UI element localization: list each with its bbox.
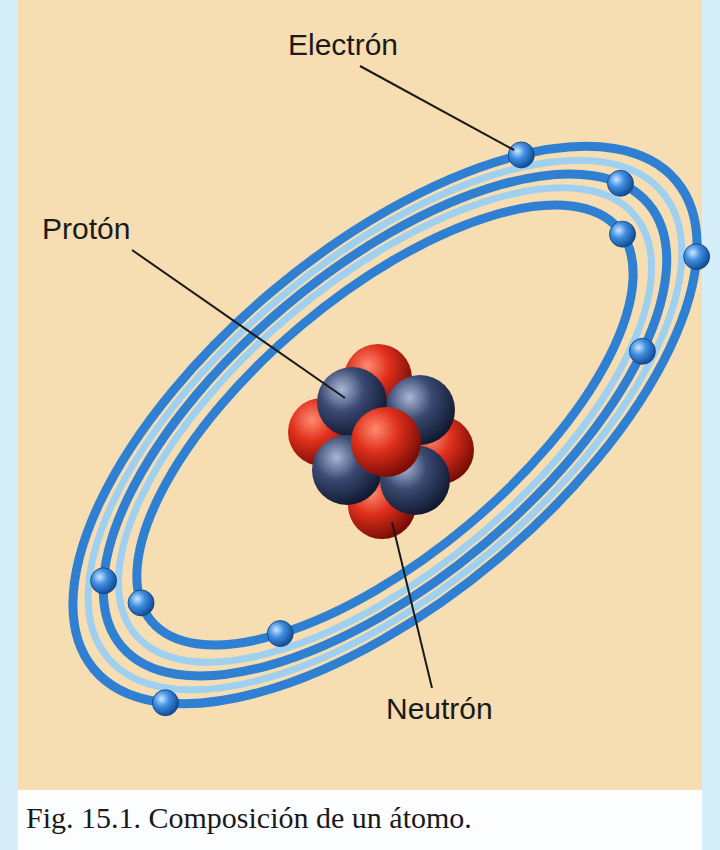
electron-sphere — [610, 221, 636, 247]
neutron-label: Neutrón — [386, 692, 493, 725]
leader-line — [360, 66, 514, 150]
electrons — [91, 142, 710, 716]
leader-line — [132, 250, 345, 398]
electron-sphere — [267, 621, 293, 647]
figure-caption: Fig. 15.1. Composición de un átomo. — [26, 801, 472, 834]
orbit — [0, 47, 720, 804]
orbits — [0, 47, 720, 804]
orbit — [2, 66, 720, 784]
electron-sphere — [152, 690, 178, 716]
electron-sphere — [128, 590, 154, 616]
electron-sphere — [508, 142, 534, 168]
nucleus — [288, 344, 474, 539]
orbit — [22, 85, 720, 765]
orbit — [42, 104, 720, 745]
caption-ground — [18, 790, 702, 850]
electron-sphere — [629, 338, 655, 364]
electron-sphere — [91, 568, 117, 594]
electron-label: Electrón — [288, 28, 398, 61]
leader-lines — [132, 66, 514, 688]
proton-label: Protón — [42, 212, 130, 245]
leader-line — [392, 522, 432, 688]
electron-sphere — [684, 244, 710, 270]
orbit — [68, 129, 702, 720]
electron-sphere — [607, 170, 633, 196]
neutron-sphere — [351, 407, 421, 477]
